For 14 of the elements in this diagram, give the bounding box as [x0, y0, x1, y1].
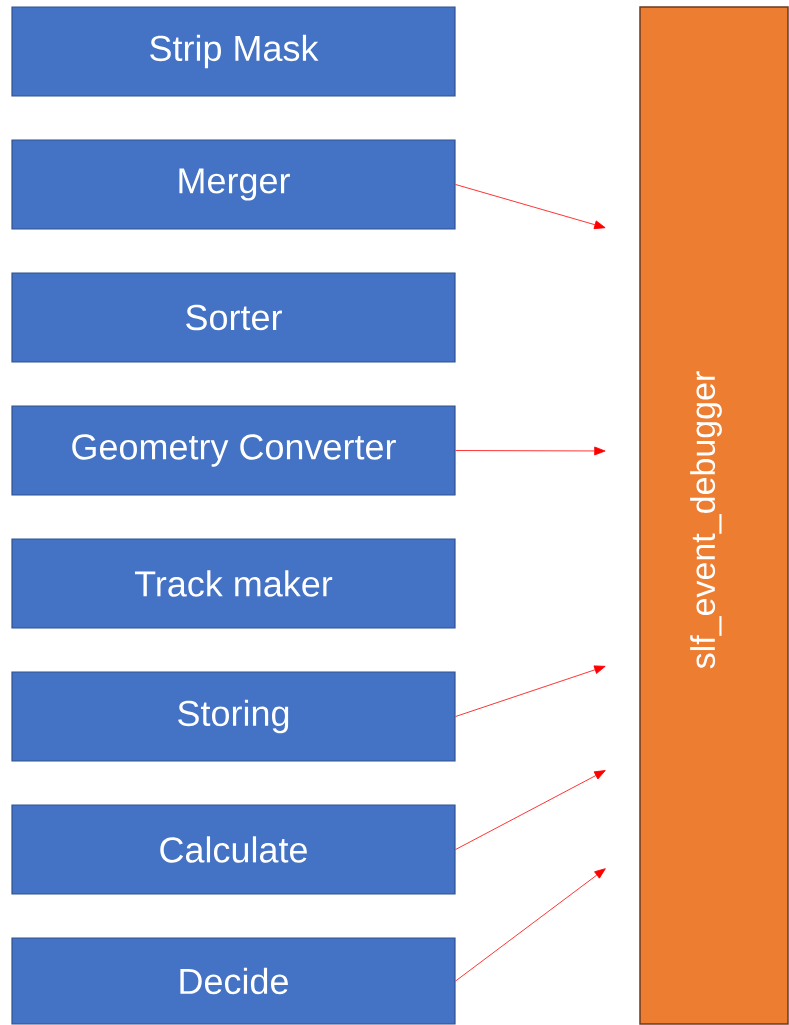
process-box: Storing — [11, 671, 456, 762]
process-box: Merger — [11, 139, 456, 230]
arrow — [455, 184, 606, 230]
process-box: Calculate — [11, 804, 456, 895]
arrow — [455, 665, 606, 717]
process-box: Strip Mask — [11, 6, 456, 97]
arrow — [455, 770, 606, 850]
arrow — [455, 446, 606, 456]
process-box: Sorter — [11, 272, 456, 363]
process-box: Track maker — [11, 538, 456, 629]
process-box: Decide — [11, 937, 456, 1025]
debugger-bar: slf_event_debugger — [639, 6, 789, 1025]
arrow — [455, 868, 606, 982]
process-box: Geometry Converter — [11, 405, 456, 496]
